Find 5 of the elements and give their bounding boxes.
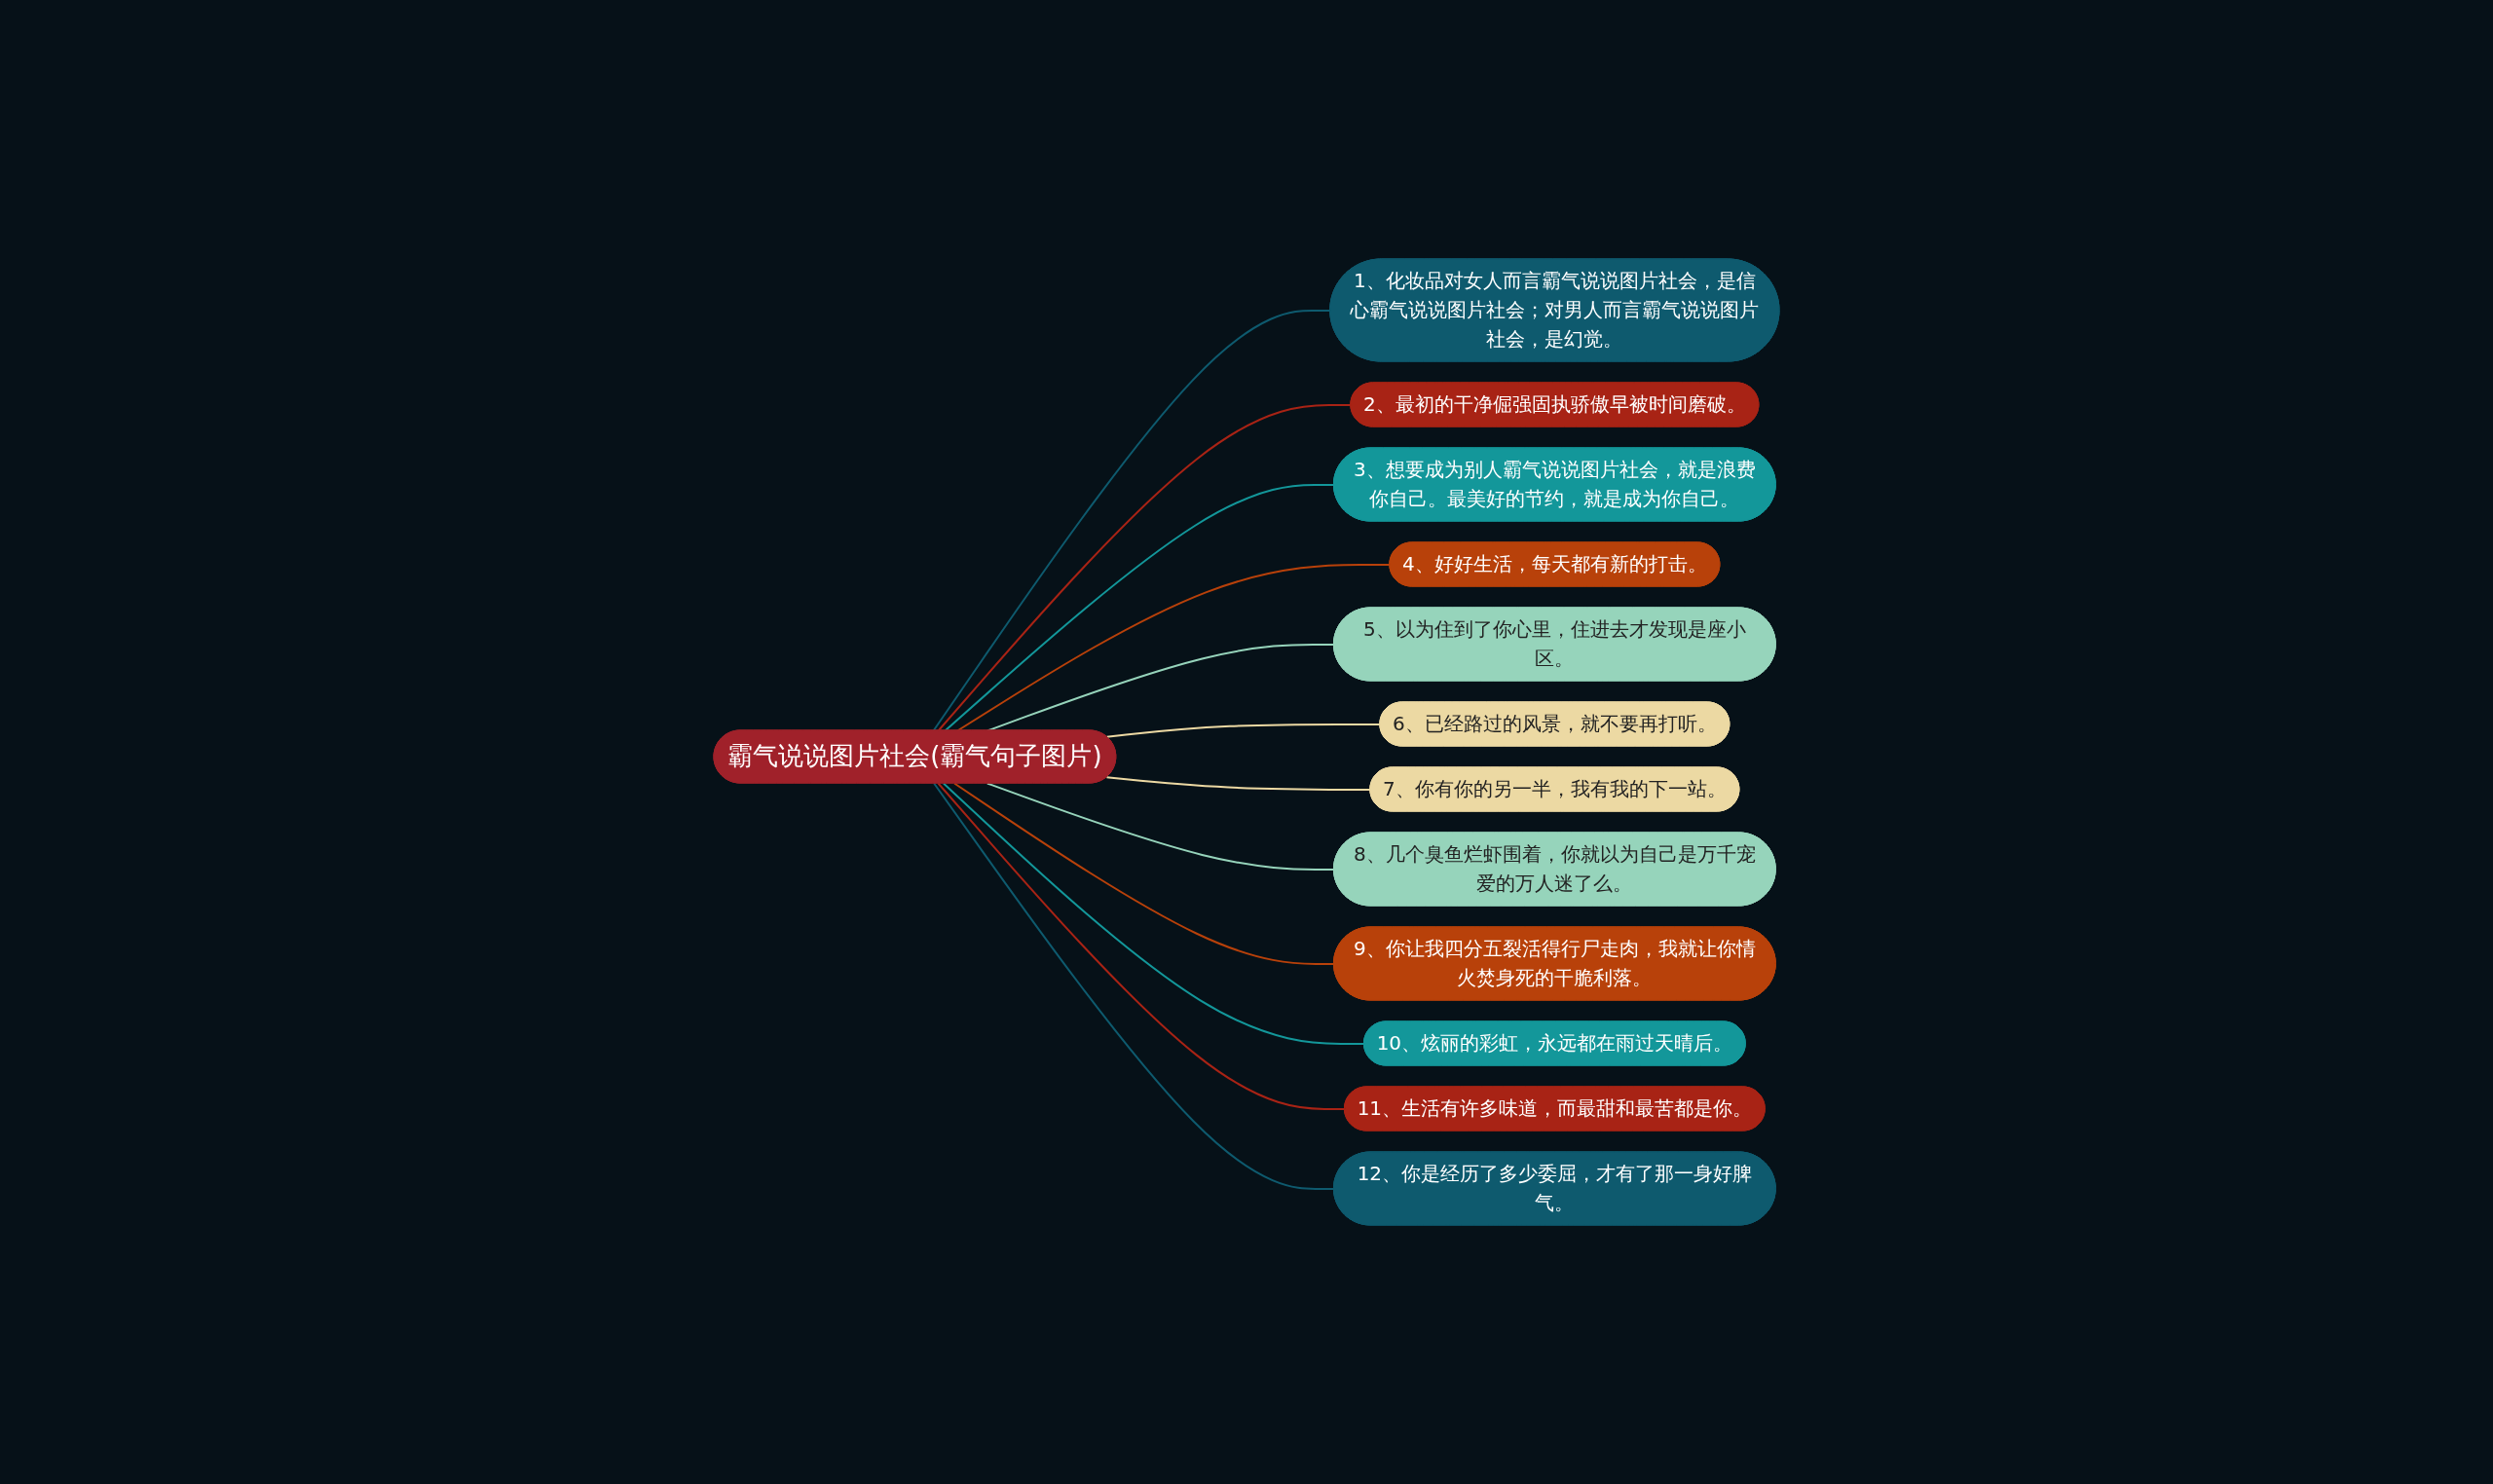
connector — [1105, 723, 1382, 738]
connector — [986, 782, 1335, 871]
connector — [953, 782, 1335, 965]
connector — [933, 782, 1335, 1190]
connector — [1105, 776, 1372, 791]
